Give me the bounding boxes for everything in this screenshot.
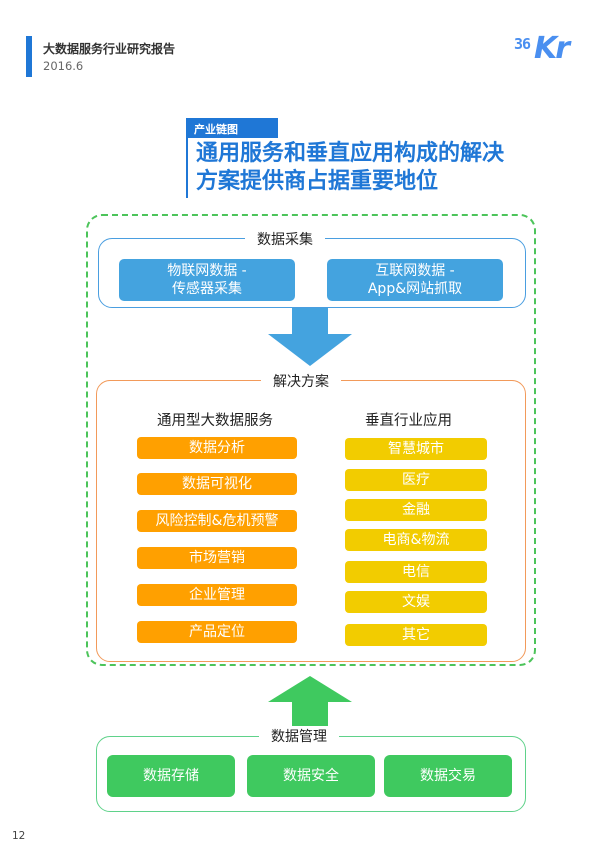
logo-36kr: 36 Kr — [514, 31, 584, 73]
general-item: 数据分析 — [137, 437, 297, 459]
data-management-group: 数据管理 数据存储 数据安全 数据交易 — [96, 726, 526, 812]
solution-label: 解决方案 — [261, 371, 341, 391]
vertical-item: 金融 — [345, 499, 487, 521]
vertical-item: 文娱 — [345, 591, 487, 613]
management-item-storage: 数据存储 — [107, 755, 235, 797]
vertical-apps-heading: 垂直行业应用 — [365, 413, 452, 429]
section-tag: 产业链图 — [186, 118, 278, 138]
solution-provider-boundary — [86, 214, 536, 666]
arrow-down-icon — [268, 308, 352, 366]
general-services-heading: 通用型大数据服务 — [157, 413, 273, 429]
vertical-item: 其它 — [345, 624, 487, 646]
title-line-1: 通用服务和垂直应用构成的解决 — [196, 141, 505, 166]
data-collection-label: 数据采集 — [245, 229, 325, 249]
general-item: 产品定位 — [137, 621, 297, 643]
report-title: 大数据服务行业研究报告 — [43, 42, 176, 56]
report-date: 2016.6 — [43, 59, 84, 73]
vertical-item: 智慧城市 — [345, 438, 487, 460]
arrow-up-icon — [268, 676, 352, 734]
management-item-trading: 数据交易 — [384, 755, 512, 797]
logo-number: 36 — [514, 35, 531, 53]
vertical-item: 电商&物流 — [345, 529, 487, 551]
general-item: 风险控制&危机预警 — [137, 510, 297, 532]
collection-item-line: 传感器采集 — [172, 281, 242, 297]
data-collection-group: 数据采集 物联网数据 - 传感器采集 互联网数据 - App&网站抓取 — [98, 229, 526, 308]
general-item: 数据可视化 — [137, 473, 297, 495]
management-item-security: 数据安全 — [247, 755, 375, 797]
general-item: 市场营销 — [137, 547, 297, 569]
page-number: 12 — [12, 830, 26, 842]
collection-item-iot: 物联网数据 - 传感器采集 — [119, 259, 295, 301]
title-line-2: 方案提供商占据重要地位 — [196, 169, 439, 194]
title-accent-line — [186, 138, 188, 198]
general-item: 企业管理 — [137, 584, 297, 606]
vertical-item: 电信 — [345, 561, 487, 583]
collection-item-line: 物联网数据 - — [167, 263, 247, 279]
vertical-item: 医疗 — [345, 469, 487, 491]
collection-item-internet: 互联网数据 - App&网站抓取 — [327, 259, 503, 301]
collection-item-line: 互联网数据 - — [375, 263, 455, 279]
data-management-label: 数据管理 — [259, 726, 339, 746]
page-title: 通用服务和垂直应用构成的解决 方案提供商占据重要地位 — [196, 140, 504, 196]
logo-text: Kr — [534, 31, 570, 66]
solution-group: 解决方案 通用型大数据服务 垂直行业应用 数据分析 数据可视化 风险控制&危机预… — [96, 371, 526, 662]
header-accent-bar — [26, 36, 32, 77]
collection-item-line: App&网站抓取 — [367, 281, 463, 297]
